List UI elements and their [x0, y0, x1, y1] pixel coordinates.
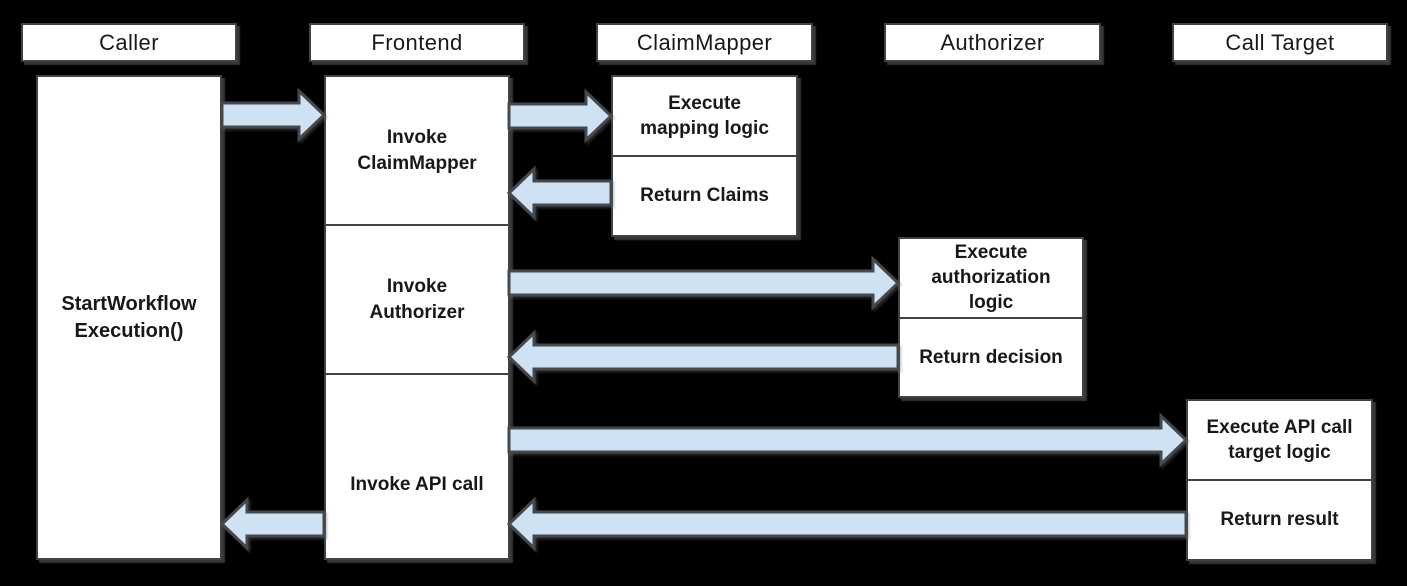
frontend-activation-box: Invoke ClaimMapper Invoke Authorizer Inv… [324, 75, 510, 560]
claimmapper-cell-return-claims: Return Claims [613, 155, 796, 235]
lane-header-authorizer-label: Authorizer [940, 29, 1045, 55]
lane-header-caller: Caller [21, 23, 237, 62]
arrow-authorizer-to-frontend [506, 329, 900, 385]
arrow-call-target-to-frontend [506, 496, 1188, 552]
frontend-section-invoke-claimmapper: Invoke ClaimMapper [357, 127, 477, 174]
arrow-caller-to-frontend [220, 87, 327, 143]
lane-header-call-target-label: Call Target [1225, 29, 1335, 55]
lane-header-frontend-label: Frontend [371, 29, 463, 55]
arrow-frontend-to-authorizer [507, 255, 901, 311]
claimmapper-cell-execute-mapping-logic: Execute mapping logic [640, 92, 769, 139]
authorizer-activation-box: Execute authorization logic Return decis… [898, 237, 1084, 398]
claimmapper-activation-box: Execute mapping logic Return Claims [611, 75, 798, 237]
frontend-section-invoke-api-call: Invoke API call [326, 373, 508, 558]
lane-header-claimmapper-label: ClaimMapper [636, 29, 773, 55]
caller-activation-label: StartWorkflow Execution() [61, 293, 197, 342]
call-target-cell-return-result: Return result [1188, 479, 1371, 559]
call-target-cell-execute-api-call-target-logic: Execute API call target logic [1206, 416, 1353, 463]
arrow-frontend-to-claimmapper [507, 88, 614, 144]
lane-header-frontend: Frontend [309, 23, 525, 62]
authorizer-cell-return-decision: Return decision [900, 316, 1082, 397]
call-target-activation-box: Execute API call target logic Return res… [1186, 399, 1373, 561]
frontend-section-invoke-authorizer: Invoke Authorizer [326, 224, 508, 373]
authorizer-cell-execute-authorization-logic: Execute authorization logic [931, 242, 1051, 314]
arrow-frontend-to-caller [219, 496, 326, 552]
lane-header-claimmapper: ClaimMapper [596, 23, 813, 62]
caller-activation-box: StartWorkflow Execution() [36, 75, 222, 560]
lane-header-authorizer: Authorizer [884, 23, 1101, 62]
arrow-frontend-to-call-target [507, 412, 1189, 468]
lane-header-caller-label: Caller [99, 29, 159, 55]
lane-header-call-target: Call Target [1172, 23, 1388, 62]
arrow-claimmapper-to-frontend [506, 165, 613, 221]
